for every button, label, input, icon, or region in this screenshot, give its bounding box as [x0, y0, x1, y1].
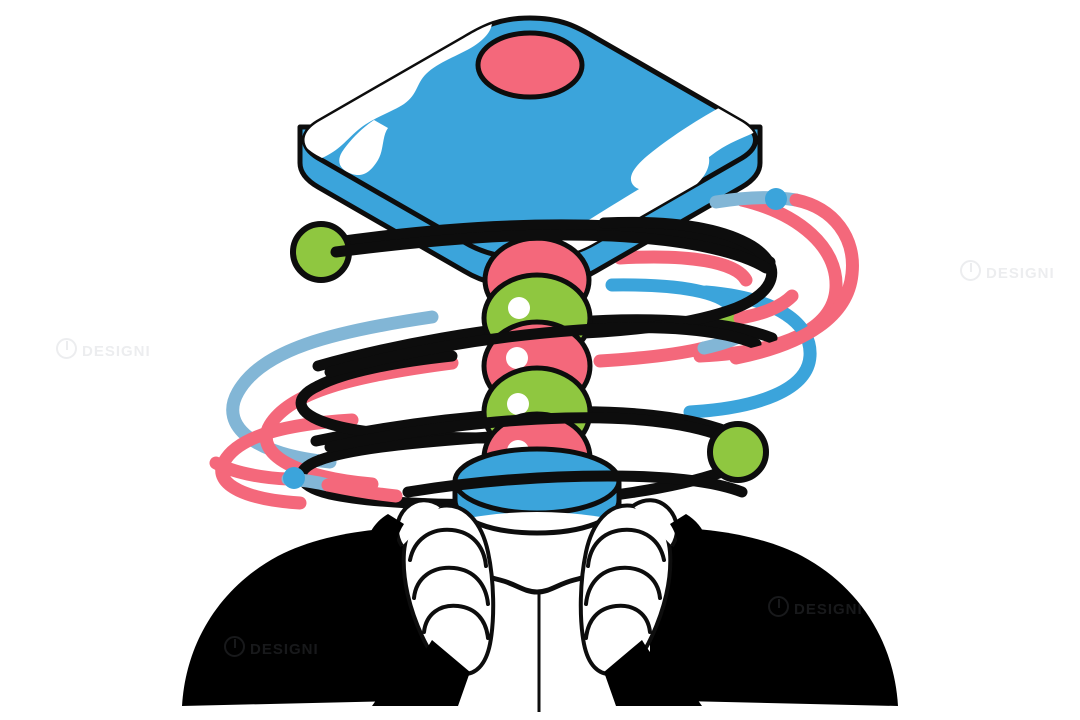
ribbon-pink-segment-right [733, 289, 799, 325]
orbit-line-top-back [324, 219, 776, 268]
orbit-front-bottom [324, 412, 744, 453]
right-hand-finger-2 [584, 565, 662, 606]
left-hand-finger-2 [412, 565, 490, 606]
red-button-icon[interactable] [475, 30, 585, 100]
ribbon-pink-outer-left [259, 356, 459, 491]
orbit-front-lowest [402, 470, 748, 498]
left-hand-finger-1 [408, 527, 488, 568]
coil-upper-left [312, 350, 458, 392]
cube-gloss-notch [339, 120, 388, 176]
suit-sleeves [366, 514, 708, 706]
blue-dot-upper-right-icon [765, 188, 787, 210]
blue-dot-lower-left-icon [283, 467, 305, 489]
sphere-green-2-highlight-icon [507, 393, 529, 415]
sphere-green-1-highlight-icon [508, 297, 530, 319]
right-sleeve-wedge [670, 514, 708, 576]
orbit-front-mid [324, 322, 762, 378]
left-sleeve-lower [372, 640, 470, 706]
cube-gloss-left [304, 22, 492, 158]
ribbon-pink-lower-right [593, 341, 711, 368]
right-hand-finger-1 [586, 527, 666, 568]
ribbon-pink-lowerleft-a [209, 456, 295, 486]
ribbon-group-front [209, 191, 859, 503]
ribbon-blue-mid-right [605, 278, 739, 315]
cube-gloss-sweep [539, 152, 710, 258]
ribbon-lightblue-upper-right [709, 191, 803, 209]
right-hand-finger-3 [584, 603, 652, 640]
cube-gloss-right [630, 104, 756, 191]
orbit-front-top [330, 229, 772, 274]
orbit-group-front [324, 229, 772, 498]
ribbon-pink-lowerleft-b [321, 478, 403, 503]
green-node-right[interactable] [707, 421, 769, 483]
ribbon-pink-mid-right [613, 250, 753, 287]
green-node-right-circle [707, 421, 769, 483]
right-sleeve-lower [604, 640, 702, 706]
suit-right-shoulder [635, 527, 898, 706]
coil-lower-sweep [314, 431, 496, 466]
sphere-pink-2-highlight-icon [506, 347, 528, 369]
left-hand-finger-3 [422, 603, 490, 640]
ribbon-blue-big-right [683, 285, 817, 419]
left-sleeve-wedge [366, 514, 404, 576]
ribbon-pink-upper-right-cont [729, 193, 859, 365]
